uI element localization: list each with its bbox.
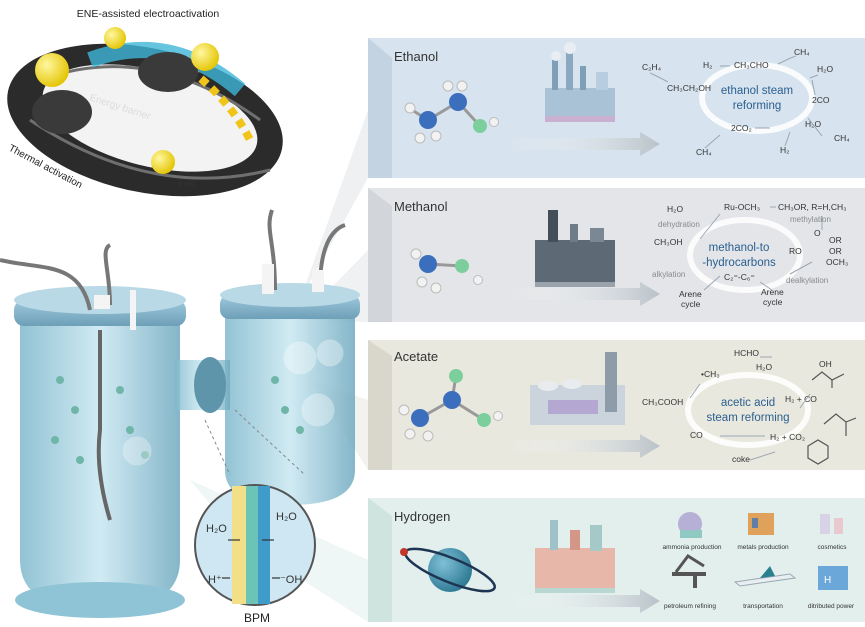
species-o: O [814, 228, 821, 238]
ethanol-molecule [404, 80, 499, 144]
ethanol-center-line1: ethanol steam [721, 85, 793, 97]
acetate-cycle [685, 372, 811, 448]
species-co: CO [690, 430, 703, 440]
species-or1: OR [829, 235, 842, 245]
species-ro: RO [789, 246, 802, 256]
methanol-title: Methanol [394, 199, 448, 214]
species-c2h4: C₂H₄ [642, 62, 662, 72]
panel-acetate: Acetate acetic acid steam reforming HCHO… [368, 340, 865, 470]
ethanol-title: Ethanol [394, 49, 438, 64]
species-ch3ch2oh: CH₃CH₂OH [667, 83, 711, 93]
svg-text:H: H [824, 575, 831, 586]
bpm-oh-minus: ⁻OH [280, 574, 302, 586]
icon-cosmetics [820, 514, 843, 534]
energy-barrier-illustration: Energy barrier Elec [7, 27, 283, 197]
species-ch4-top: CH₄ [794, 47, 810, 57]
ethanol-arrow [510, 132, 660, 156]
species-h2o-right: H₂O [817, 64, 833, 74]
species-ch3cho: CH₃CHO [734, 60, 769, 70]
species-h2o-acetate: H₂O [756, 362, 772, 372]
species-ch4-right: CH₄ [834, 133, 850, 143]
methanol-molecule [410, 248, 483, 294]
label-dealkylation: dealkylation [786, 276, 828, 285]
acetate-plant-image [530, 352, 625, 425]
panel-ethanol: Ethanol ethanol steam reforming C₂H₄ H₂ … [368, 38, 865, 178]
species-ch3-radical: •CH₃ [701, 369, 720, 379]
species-ch3or: CH₃OR, R=H,CH₃ [778, 202, 847, 212]
ethanol-arrows [649, 55, 823, 149]
h-cell-reactor [0, 209, 360, 618]
methanol-arrow [510, 282, 660, 306]
label-transportation: transportation [743, 603, 783, 610]
arene-right-line2: cycle [763, 297, 783, 307]
species-2co: 2CO [812, 95, 830, 105]
hydrogen-arrow [510, 589, 660, 613]
label-distributed-power: ditributed power [808, 603, 855, 610]
species-c2c6: C₂⁼-C₆⁼ [724, 272, 755, 282]
panel-hydrogen: Hydrogen H [368, 498, 865, 622]
acetate-center-line1: acetic acid [721, 397, 775, 409]
bpm-h-plus: H⁺ [208, 574, 222, 586]
acetate-title: Acetate [394, 349, 438, 364]
species-h2-co: H₂ + CO [785, 394, 817, 404]
arene-left-line2: cycle [681, 299, 701, 309]
acetate-ring-structures [807, 371, 857, 465]
hydrogen-title: Hydrogen [394, 509, 450, 524]
methanol-cycle [687, 217, 803, 293]
ethanol-center-line2: reforming [733, 100, 782, 112]
methanol-center-line1: methanol-to [709, 242, 770, 254]
ethanol-cycle [699, 62, 815, 134]
species-ch3cooh: CH₃COOH [642, 397, 683, 407]
arene-right-line1: Arene [761, 287, 784, 297]
species-ch3oh: CH₃OH [654, 237, 683, 247]
species-2co2: 2CO₂ [731, 123, 752, 133]
methanol-arrows [699, 206, 823, 291]
species-oh: OH [819, 359, 832, 369]
ene-assisted-text: ENE-assisted electroactivation [77, 8, 220, 20]
species-hcho: HCHO [734, 348, 759, 358]
icon-distributed-power: H [818, 566, 848, 590]
bpm-h2o-left: H₂O [206, 523, 227, 535]
electro-fragment-label: Elec [178, 178, 196, 188]
icon-metals-production [748, 513, 774, 535]
bpm-h2o-right: H₂O [276, 511, 297, 523]
acetate-arrows [689, 356, 811, 461]
bpm-label: BPM [244, 611, 270, 625]
methanol-plant-image [535, 210, 615, 287]
species-or2: OR [829, 246, 842, 256]
ene-assisted-label: ENE-assisted electroactivation [77, 8, 220, 20]
species-coke: coke [732, 454, 750, 464]
label-methylation: methylation [790, 215, 831, 224]
acetate-center-line2: steam reforming [706, 412, 789, 424]
label-ammonia-production: ammonia production [663, 544, 722, 551]
species-h2-co2: H₂ + CO₂ [770, 432, 805, 442]
label-dehydration: dehydration [658, 220, 700, 229]
species-ch4-bottom: CH₄ [696, 147, 712, 157]
label-alkylation: alkylation [652, 270, 685, 279]
label-cosmetics: cosmetics [818, 544, 848, 551]
species-h2o: H₂O [667, 204, 683, 214]
arene-left-line1: Arene [679, 289, 702, 299]
icon-ammonia-production [678, 512, 702, 538]
acetate-molecule [398, 369, 503, 442]
hydrogen-planet-icon [400, 547, 496, 593]
bpm-zoom: H₂O H₂O H⁺ ⁻OH [194, 409, 316, 606]
ethanol-plant-image [545, 42, 615, 122]
methanol-center-line2: -hydrocarbons [702, 257, 776, 269]
icon-petroleum-refining [672, 553, 706, 588]
icon-transportation [733, 566, 797, 587]
species-och3: OCH₃ [826, 257, 848, 267]
species-h2-top: H₂ [703, 60, 712, 70]
species-ru-och3: Ru-OCH₃ [724, 202, 760, 212]
acetate-arrow [510, 434, 660, 458]
species-h2-bottom: H₂ [780, 145, 789, 155]
label-metals-production: metals production [737, 544, 789, 551]
label-petroleum-refining: petroleum refining [664, 603, 716, 610]
panel-methanol: Methanol methanol-to -hydrocarbons H₂O R… [368, 188, 865, 322]
hydrogen-plant-image [535, 520, 615, 593]
